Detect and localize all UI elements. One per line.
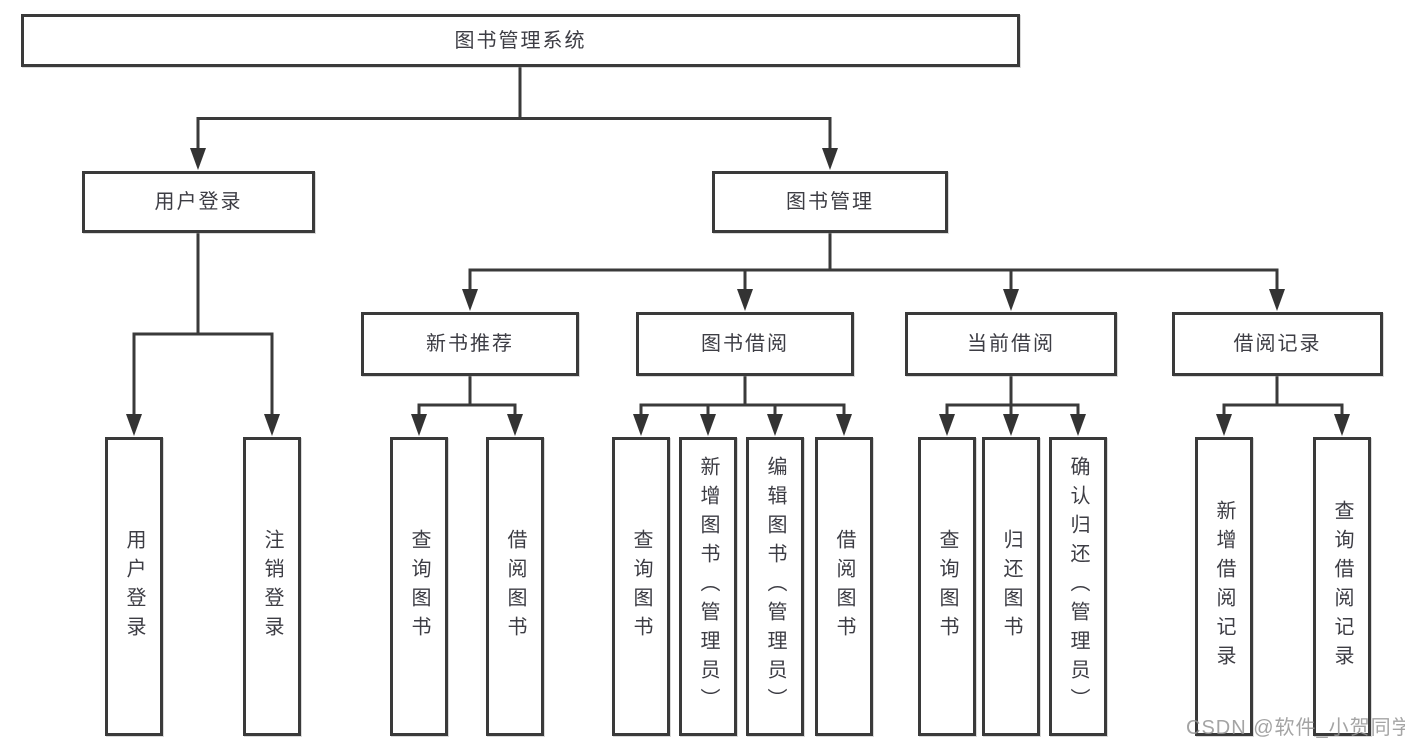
leaf-borrow-query-books: 查询图书 <box>612 437 670 736</box>
leaf-rec-borrow-books-label: 借阅图书 <box>504 528 526 645</box>
leaf-borrow-borrow-books: 借阅图书 <box>815 437 873 736</box>
node-user-login-label: 用户登录 <box>154 191 243 213</box>
node-new-book-rec-label: 新书推荐 <box>426 333 514 355</box>
node-current-borrow-label: 当前借阅 <box>967 333 1055 355</box>
node-user-login: 用户登录 <box>82 171 315 233</box>
leaf-rec-query-books-label: 查询图书 <box>408 528 430 645</box>
leaf-borrow-borrow-books-label: 借阅图书 <box>833 528 855 645</box>
leaf-return-books: 归还图书 <box>982 437 1040 736</box>
node-current-borrow: 当前借阅 <box>905 312 1117 376</box>
node-new-book-rec: 新书推荐 <box>361 312 579 376</box>
leaf-edit-books-admin: 编辑图书（管理员） <box>746 437 804 736</box>
leaf-user-login: 用户登录 <box>105 437 163 736</box>
leaf-rec-borrow-books: 借阅图书 <box>486 437 544 736</box>
node-borrow-records-label: 借阅记录 <box>1233 333 1322 355</box>
csdn-watermark: CSDN @软件_小贺同学 <box>1186 717 1405 739</box>
leaf-add-books-admin-label: 新增图书（管理员） <box>697 456 719 717</box>
node-book-mgmt-label: 图书管理 <box>786 191 874 213</box>
node-root-label: 图书管理系统 <box>454 29 587 52</box>
node-book-borrow-label: 图书借阅 <box>701 333 789 355</box>
leaf-query-borrow-record: 查询借阅记录 <box>1313 437 1371 736</box>
leaf-query-borrow-record-label: 查询借阅记录 <box>1331 499 1353 674</box>
leaf-edit-books-admin-label: 编辑图书（管理员） <box>764 456 786 717</box>
node-book-mgmt: 图书管理 <box>712 171 948 233</box>
leaf-add-books-admin: 新增图书（管理员） <box>679 437 737 736</box>
leaf-user-login-label: 用户登录 <box>123 528 145 645</box>
node-root: 图书管理系统 <box>21 14 1020 67</box>
leaf-confirm-return-admin-label: 确认归还（管理员） <box>1067 456 1089 717</box>
leaf-confirm-return-admin: 确认归还（管理员） <box>1049 437 1107 736</box>
leaf-borrow-query-books-label: 查询图书 <box>630 528 652 645</box>
node-borrow-records: 借阅记录 <box>1172 312 1383 376</box>
leaf-return-books-label: 归还图书 <box>1000 528 1022 645</box>
leaf-current-query-books-label: 查询图书 <box>936 528 958 645</box>
leaf-add-borrow-record: 新增借阅记录 <box>1195 437 1253 736</box>
node-book-borrow: 图书借阅 <box>636 312 854 376</box>
leaf-current-query-books: 查询图书 <box>918 437 976 736</box>
leaf-logout: 注销登录 <box>243 437 301 736</box>
leaf-logout-label: 注销登录 <box>261 528 283 645</box>
leaf-rec-query-books: 查询图书 <box>390 437 448 736</box>
leaf-add-borrow-record-label: 新增借阅记录 <box>1213 499 1235 674</box>
